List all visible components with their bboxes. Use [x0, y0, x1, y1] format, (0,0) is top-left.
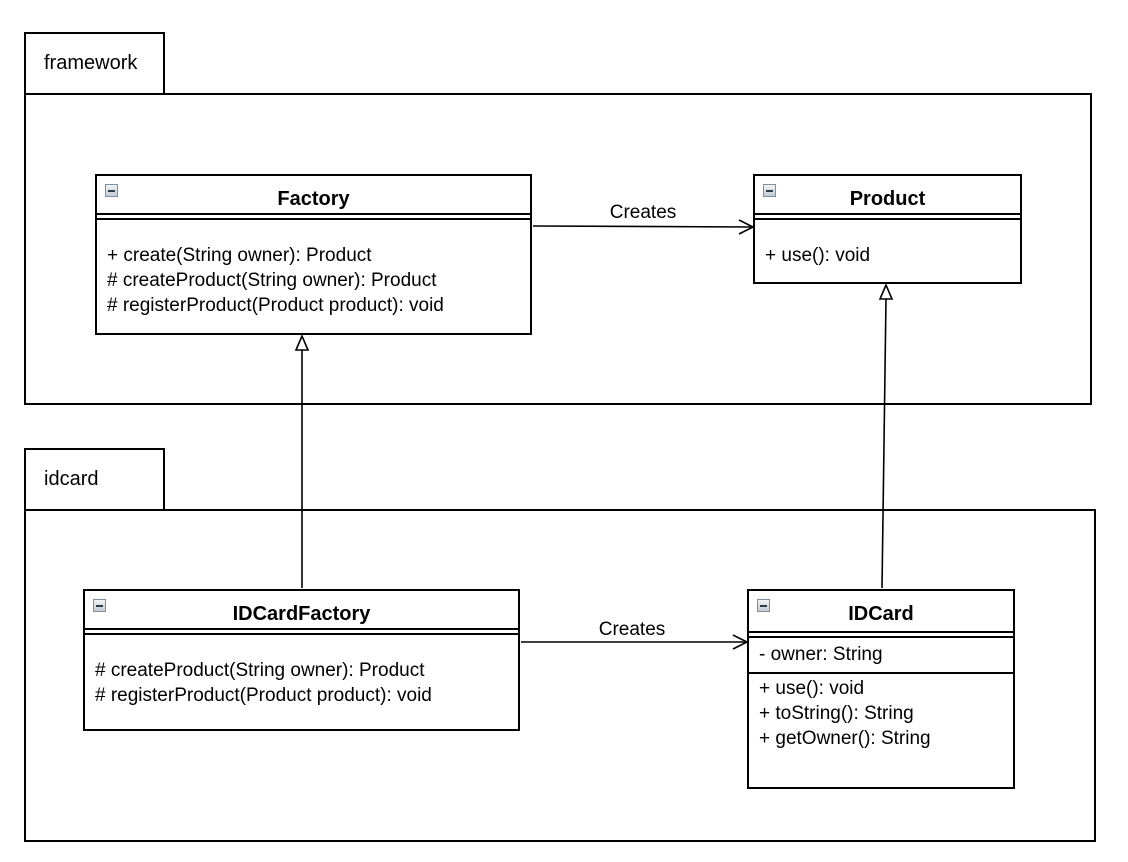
package-framework-label: framework	[44, 52, 138, 74]
class-idcard[interactable]: IDCard - owner: String + use(): void + t…	[747, 589, 1015, 789]
collapse-icon[interactable]	[93, 599, 106, 612]
class-factory-header: Factory	[97, 176, 530, 220]
class-product-operations: + use(): void	[755, 220, 1020, 276]
operation: + getOwner(): String	[759, 728, 931, 749]
class-idcardfactory-header: IDCardFactory	[85, 591, 518, 635]
class-product-header: Product	[755, 176, 1020, 220]
package-framework-tab[interactable]: framework	[24, 32, 165, 95]
operation: # registerProduct(Product product): void	[95, 685, 432, 706]
operation: + use(): void	[765, 245, 871, 266]
operation: + use(): void	[759, 678, 865, 699]
attribute: - owner: String	[759, 644, 883, 665]
collapse-icon[interactable]	[757, 599, 770, 612]
operation: + create(String owner): Product	[107, 245, 372, 266]
operation: # registerProduct(Product product): void	[107, 295, 444, 316]
operation: + toString(): String	[759, 703, 914, 724]
class-product[interactable]: Product + use(): void	[753, 174, 1022, 284]
class-idcard-operations: + use(): void + toString(): String + get…	[749, 672, 1013, 759]
collapse-icon[interactable]	[763, 184, 776, 197]
class-idcardfactory-name: IDCardFactory	[232, 603, 371, 625]
operation: # createProduct(String owner): Product	[95, 660, 425, 681]
class-factory-operations: + create(String owner): Product # create…	[97, 220, 530, 326]
class-factory[interactable]: Factory + create(String owner): Product …	[95, 174, 532, 335]
class-factory-name: Factory	[277, 188, 350, 210]
package-idcard-label: idcard	[44, 468, 99, 490]
operation: # createProduct(String owner): Product	[107, 270, 437, 291]
package-idcard-tab[interactable]: idcard	[24, 448, 165, 511]
class-idcard-name: IDCard	[848, 603, 914, 625]
class-idcardfactory[interactable]: IDCardFactory # createProduct(String own…	[83, 589, 520, 731]
class-idcardfactory-operations: # createProduct(String owner): Product #…	[85, 635, 518, 716]
class-idcard-header: IDCard	[749, 591, 1013, 638]
class-idcard-attributes: - owner: String	[749, 638, 1013, 672]
class-product-name: Product	[849, 188, 926, 210]
collapse-icon[interactable]	[105, 184, 118, 197]
